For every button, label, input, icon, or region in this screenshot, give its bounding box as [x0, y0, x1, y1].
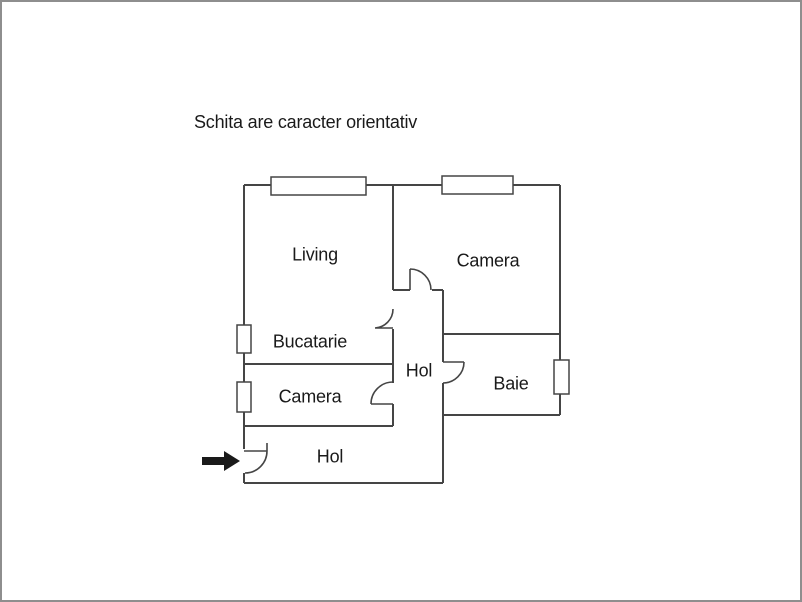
window-bucatarie — [236, 324, 252, 354]
room-label-baie: Baie — [493, 373, 529, 394]
room-label-hol-central: Hol — [405, 360, 433, 381]
door-baie — [442, 361, 465, 384]
window-camera-lower — [236, 381, 252, 413]
room-label-hol-bottom: Hol — [316, 446, 344, 467]
disclaimer-text: Schita are caracter orientativ — [194, 112, 418, 132]
door-camera-lower — [370, 381, 394, 405]
door-entrance — [244, 443, 268, 474]
room-label-living: Living — [292, 244, 338, 265]
room-label-camera-lower: Camera — [278, 386, 342, 407]
walls — [243, 184, 561, 484]
window-baie — [553, 359, 570, 395]
door-camera-top — [409, 268, 432, 291]
entrance-arrow-icon — [202, 451, 240, 471]
room-label-bucatarie: Bucatarie — [272, 331, 348, 352]
window-living — [270, 176, 367, 196]
room-label-camera-top: Camera — [456, 250, 520, 271]
window-camera-top — [441, 175, 514, 195]
door-bucatarie — [374, 308, 394, 329]
